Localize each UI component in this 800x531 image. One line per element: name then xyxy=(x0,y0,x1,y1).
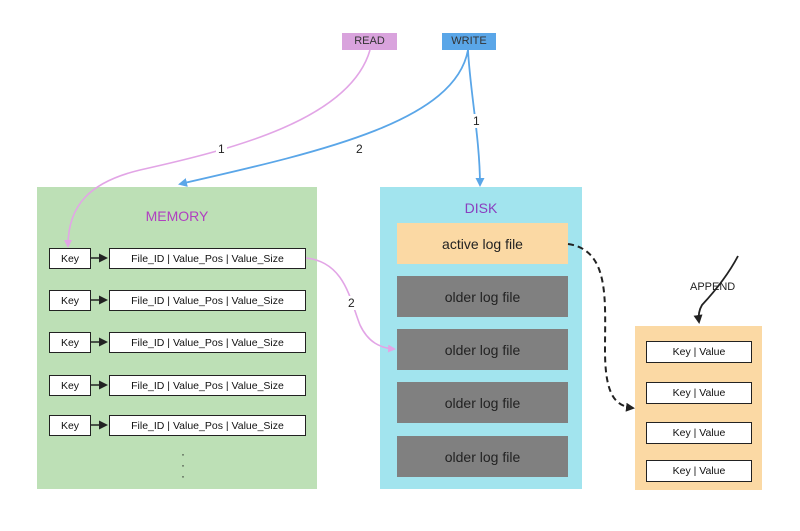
log-entry: Key | Value xyxy=(646,422,752,444)
older-log-file: older log file xyxy=(397,436,568,477)
append-flow-arrow xyxy=(567,243,635,412)
memory-title: MEMORY xyxy=(145,208,209,224)
more-rows-ellipsis: · · · xyxy=(181,447,185,483)
append-arrow xyxy=(693,255,739,324)
active-log-file: active log file xyxy=(397,223,568,264)
memory-key-box: Key xyxy=(49,332,91,353)
log-entry: Key | Value xyxy=(646,341,752,363)
entry-to-file-arrow xyxy=(305,257,396,353)
disk-title: DISK xyxy=(464,200,498,216)
write-memory-step-label: 2 xyxy=(354,142,365,156)
older-log-file: older log file xyxy=(397,382,568,423)
write-disk-step-label: 1 xyxy=(471,114,482,128)
older-log-file: older log file xyxy=(397,276,568,317)
read-arrow xyxy=(64,49,371,248)
entry-file-step-label: 2 xyxy=(346,296,357,310)
memory-entry-box: File_ID | Value_Pos | Value_Size xyxy=(109,375,306,396)
memory-key-box: Key xyxy=(49,415,91,436)
memory-key-box: Key xyxy=(49,290,91,311)
memory-entry-box: File_ID | Value_Pos | Value_Size xyxy=(109,415,306,436)
memory-entry-box: File_ID | Value_Pos | Value_Size xyxy=(109,248,306,269)
write-to-memory-arrow xyxy=(178,49,469,187)
write-tag: WRITE xyxy=(442,33,496,50)
memory-key-box: Key xyxy=(49,375,91,396)
memory-entry-box: File_ID | Value_Pos | Value_Size xyxy=(109,332,306,353)
memory-entry-box: File_ID | Value_Pos | Value_Size xyxy=(109,290,306,311)
read-tag: READ xyxy=(342,33,397,50)
read-step-label: 1 xyxy=(216,142,227,156)
memory-key-box: Key xyxy=(49,248,91,269)
log-entry: Key | Value xyxy=(646,460,752,482)
append-label: APPEND xyxy=(690,281,736,293)
log-entry: Key | Value xyxy=(646,382,752,404)
older-log-file: older log file xyxy=(397,329,568,370)
